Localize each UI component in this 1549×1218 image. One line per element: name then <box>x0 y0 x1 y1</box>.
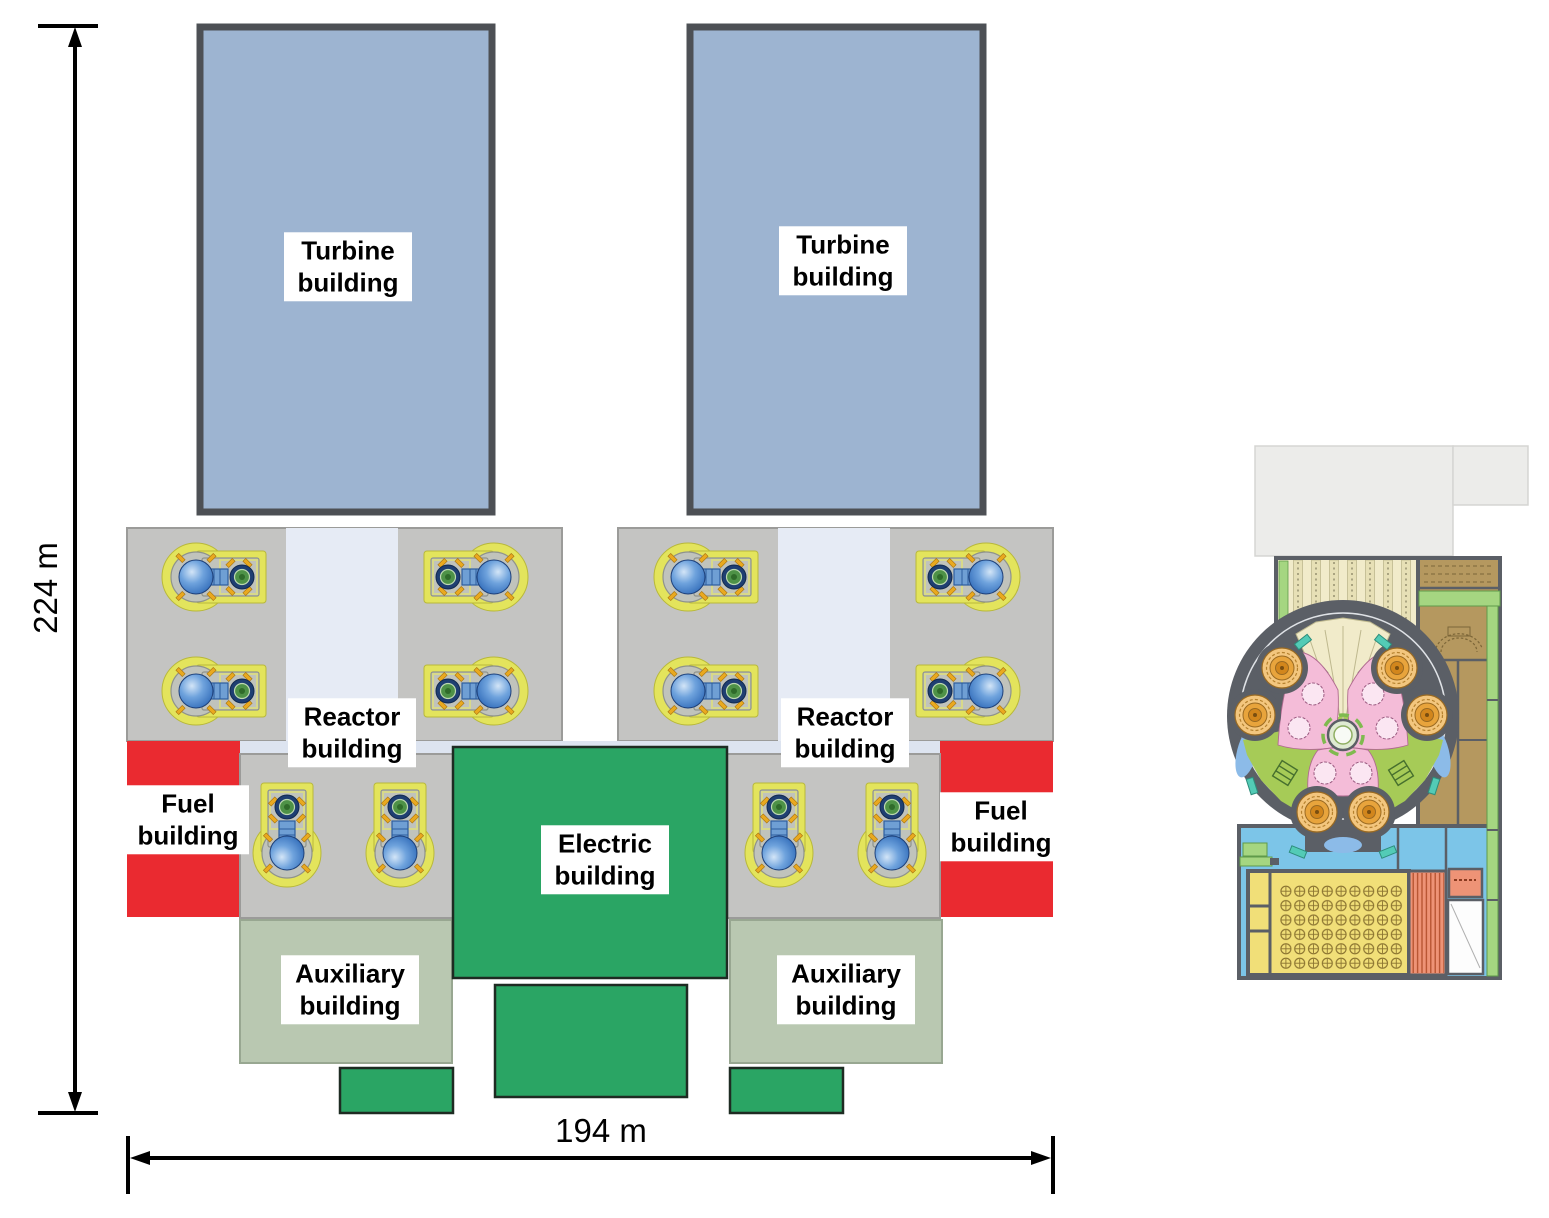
width-dimension-line <box>126 1136 1055 1194</box>
floorplan-backdrop <box>1254 445 1454 557</box>
auxiliary-building-left-label: Auxiliary building <box>281 955 419 1025</box>
fuel-building-left-label: Fuel building <box>127 785 249 855</box>
reactor-module-icon <box>744 782 814 888</box>
reactor-module-icon <box>161 542 267 612</box>
reactor-module-icon <box>857 782 927 888</box>
detailed-floor-plan <box>1227 445 1529 980</box>
width-dimension-label: 194 m <box>555 1112 647 1149</box>
reactor-building-right-label: Reactor building <box>781 698 909 768</box>
floorplan-backdrop-ext <box>1452 445 1529 506</box>
reactor-module-icon <box>653 542 759 612</box>
reactor-bay-icon <box>1228 688 1282 742</box>
reactor-module-icon <box>915 542 1021 612</box>
reactor-module-icon <box>365 782 435 888</box>
turbine-building-right-label: Turbine building <box>779 226 907 296</box>
auxiliary-building-right-label: Auxiliary building <box>777 955 915 1025</box>
arrowhead-up-icon <box>68 27 82 47</box>
electric-building-label: Electric building <box>541 825 669 895</box>
reactor-module-icon <box>915 656 1021 726</box>
electric-annex-left <box>338 1066 455 1115</box>
fuel-building-right-label: Fuel building <box>940 792 1062 862</box>
reactor-module-icon <box>653 656 759 726</box>
reactor-building-left-label: Reactor building <box>288 698 416 768</box>
reactor-module-icon <box>423 542 529 612</box>
reactor-module-icon <box>252 782 322 888</box>
reactor-module-icon <box>423 656 529 726</box>
arrowhead-left-icon <box>130 1151 150 1165</box>
arrowhead-right-icon <box>1031 1151 1051 1165</box>
electric-annex-center <box>493 983 689 1099</box>
height-dimension-line <box>38 24 98 1115</box>
height-dimension-label: 224 m <box>27 542 64 634</box>
turbine-building-left-label: Turbine building <box>284 232 412 302</box>
containment-plan <box>1227 600 1459 859</box>
reactor-module-icon <box>161 656 267 726</box>
right-corridor <box>1486 605 1499 977</box>
reactor-bay-icon <box>1342 785 1396 839</box>
fuel-storage-room <box>1246 869 1411 977</box>
reactor-bay-icon <box>1290 785 1344 839</box>
hatched-storage-room <box>1407 867 1484 977</box>
reactor-bay-icon <box>1255 641 1309 695</box>
reactor-bay-icon <box>1370 641 1424 695</box>
empty-room <box>1446 898 1485 976</box>
reactor-bay-icon <box>1400 688 1454 742</box>
electric-annex-right <box>728 1066 845 1115</box>
arrowhead-down-icon <box>68 1092 82 1112</box>
